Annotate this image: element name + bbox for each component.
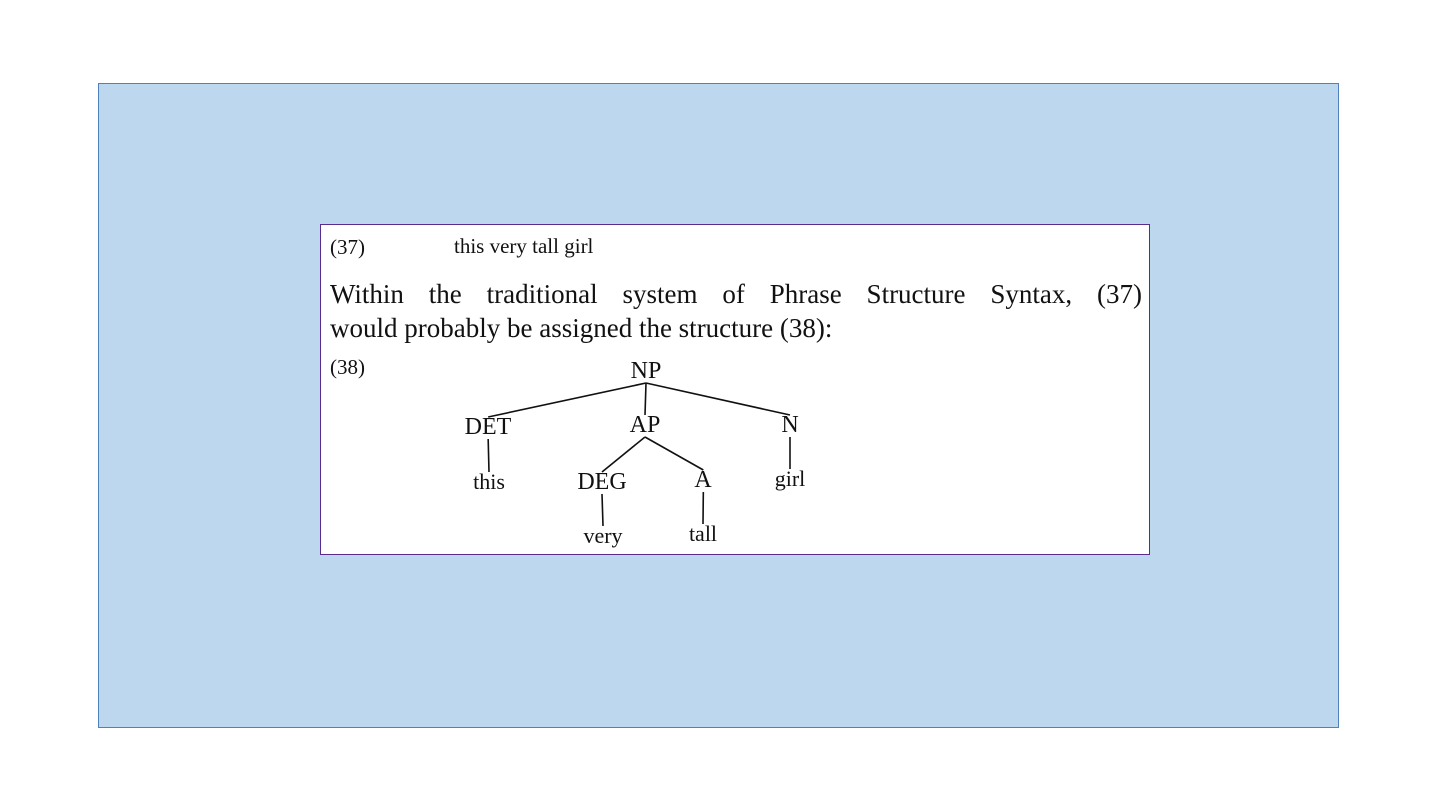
phrase-structure-tree: NP DET AP N this DEG A girl very tall: [465, 358, 806, 548]
tree-edges: [487, 382, 791, 527]
example-38-number: (38): [330, 355, 365, 379]
tree-edge-ap-a: [644, 436, 704, 471]
tree-edge-deg-very: [601, 493, 604, 527]
tree-node-n: N: [781, 412, 798, 438]
paragraph-line-2: would probably be assigned the structure…: [330, 313, 833, 343]
explanatory-paragraph: Within the traditional system of Phrase …: [330, 277, 1142, 345]
tree-edge-det-this: [487, 438, 490, 473]
tree-leaf-very: very: [583, 523, 622, 548]
example-37-text: this very tall girl: [454, 234, 594, 258]
tree-edge-np-det: [487, 382, 647, 418]
tree-leaf-this: this: [473, 469, 505, 494]
tree-node-a: A: [694, 467, 712, 493]
tree-leaf-girl: girl: [775, 466, 806, 491]
tree-node-np: NP: [631, 358, 662, 384]
tree-node-det: DET: [465, 414, 512, 440]
tree-leaf-tall: tall: [689, 521, 717, 546]
example-37-number: (37): [330, 235, 365, 259]
tree-node-deg: DEG: [577, 469, 626, 495]
book-excerpt: (37) this very tall girl Within the trad…: [320, 224, 1150, 555]
tree-labels: NP DET AP N this DEG A girl very tall: [465, 358, 806, 548]
tree-edge-ap-deg: [601, 436, 646, 473]
tree-edge-np-ap: [644, 382, 647, 416]
paragraph-line-1: Within the traditional system of Phrase …: [330, 279, 1142, 309]
tree-node-ap: AP: [630, 412, 661, 438]
tree-edge-np-n: [645, 382, 791, 416]
